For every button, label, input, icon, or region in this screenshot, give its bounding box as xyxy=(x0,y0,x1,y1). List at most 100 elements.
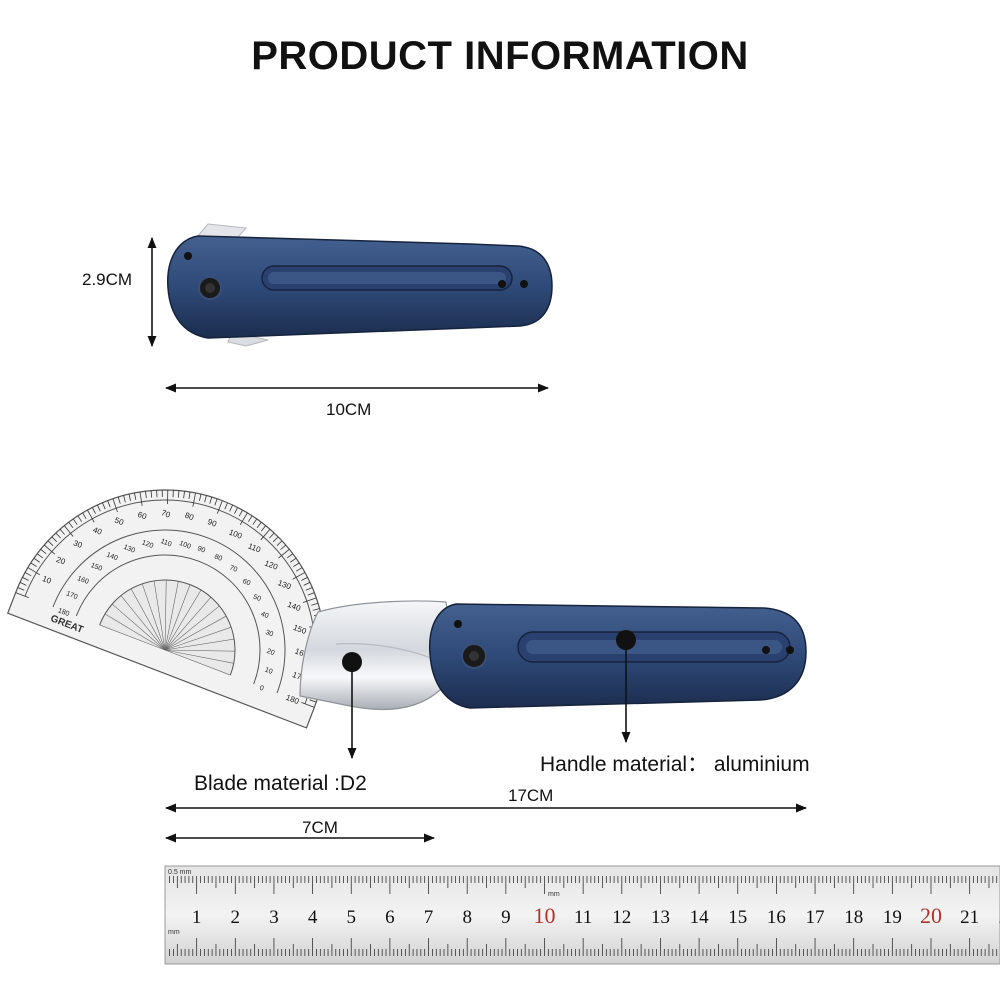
ruler-number: 12 xyxy=(612,907,631,928)
protractor-ray xyxy=(164,638,235,651)
ruler-number: 19 xyxy=(883,907,902,928)
ruler-number: 1 xyxy=(192,907,202,928)
protractor-tick xyxy=(252,518,258,525)
ruler-small-label: 0.5 mm xyxy=(168,869,192,876)
protractor-tick xyxy=(24,572,32,577)
protractor-tick xyxy=(302,597,317,603)
ruler-number: 18 xyxy=(844,907,863,928)
closed-height-label: 2.9CM xyxy=(82,270,133,289)
protractor-tick xyxy=(224,502,228,510)
protractor-tick xyxy=(272,536,279,543)
protractor-tick xyxy=(177,490,180,498)
ruler: 12345678910111213141516171819202122 0.5 … xyxy=(164,865,1000,965)
protractor-tick xyxy=(55,532,61,539)
protractor-ray xyxy=(164,580,167,651)
blade-material-label: Blade material :D2 xyxy=(194,772,367,795)
protractor-tick xyxy=(107,500,111,508)
protractor-tick xyxy=(40,548,47,555)
ruler-number: 11 xyxy=(574,907,592,928)
protractor-tick xyxy=(36,553,44,559)
closed-knife xyxy=(167,223,553,347)
protractor-ray xyxy=(104,613,166,651)
protractor-tick xyxy=(312,608,320,611)
protractor-inner-label: 70 xyxy=(228,564,238,573)
protractor-tick xyxy=(117,496,121,504)
protractor-tick xyxy=(290,557,297,563)
protractor-tick xyxy=(51,536,58,543)
protractor-tick xyxy=(209,496,213,504)
protractor-tick xyxy=(47,540,54,546)
protractor-ray xyxy=(164,605,220,651)
protractor-tick xyxy=(97,504,101,512)
protractor-tick xyxy=(311,602,319,606)
protractor-tick xyxy=(276,540,283,546)
protractor-tick xyxy=(167,490,169,505)
protractor-outer-label: 40 xyxy=(92,525,104,537)
protractor-inner-label: 50 xyxy=(252,594,262,603)
protractor-tick xyxy=(301,577,308,581)
protractor-inner-label: 130 xyxy=(122,544,136,555)
protractor-inner-label: 170 xyxy=(65,590,79,601)
protractor-tick xyxy=(269,532,275,539)
protractor-tick xyxy=(260,525,267,532)
protractor-tick xyxy=(112,498,118,513)
protractor-inner-label: 140 xyxy=(105,552,119,563)
protractor-tick xyxy=(307,592,315,596)
protractor-tick xyxy=(247,515,253,522)
protractor-inner-label: 110 xyxy=(159,538,172,549)
protractor-ray xyxy=(164,649,231,676)
protractor-tick xyxy=(280,544,287,550)
blade-length-label: 7CM xyxy=(302,818,338,837)
protractor-ray xyxy=(130,588,166,651)
page-title: PRODUCT INFORMATION xyxy=(251,34,749,78)
protractor-tick xyxy=(63,525,74,537)
ruler-number: 13 xyxy=(651,907,670,928)
protractor-tick xyxy=(260,528,271,541)
protractor-ray xyxy=(164,626,232,651)
ruler-unit-label-mid: mm xyxy=(548,891,560,898)
protractor-outer-label: 30 xyxy=(72,538,84,550)
protractor-tick xyxy=(82,512,87,520)
protractor-tick xyxy=(293,562,300,568)
protractor-tick xyxy=(15,592,29,599)
protractor-ray xyxy=(111,603,166,651)
protractor-ray xyxy=(141,583,166,651)
protractor-tick xyxy=(183,491,185,499)
protractor-tick xyxy=(292,572,306,580)
closed-length-label: 10CM xyxy=(326,400,372,419)
protractor-tick xyxy=(77,515,83,522)
protractor-tick xyxy=(43,544,56,555)
protractor-tick xyxy=(139,491,143,506)
ruler-number: 21 xyxy=(960,907,979,928)
protractor-outer-label: 10 xyxy=(41,574,53,586)
protractor-tick xyxy=(229,504,233,512)
protractor-ray xyxy=(164,584,191,651)
protractor-tick xyxy=(305,587,313,591)
protractor-ray xyxy=(164,581,179,651)
protractor-tick xyxy=(199,494,202,502)
protractor-tick xyxy=(172,490,174,498)
protractor-tick xyxy=(19,582,27,586)
protractor-inner-label: 80 xyxy=(213,553,223,562)
ruler-number: 2 xyxy=(231,907,241,928)
protractor-tick xyxy=(17,587,25,591)
protractor-outer-label: 20 xyxy=(55,555,67,567)
ruler-number: 5 xyxy=(347,907,357,928)
ruler-unit-label: mm xyxy=(168,929,180,936)
protractor-tick xyxy=(68,521,74,529)
protractor-inner-label: 60 xyxy=(242,578,252,587)
protractor-inner-label: 20 xyxy=(266,648,276,657)
protractor-tick xyxy=(301,701,315,708)
protractor-tick xyxy=(161,490,163,498)
protractor-tick xyxy=(102,502,106,510)
protractor-outer-label: 50 xyxy=(113,516,125,528)
protractor-tick xyxy=(145,491,147,499)
protractor-tick xyxy=(192,492,196,507)
protractor-ray xyxy=(153,580,166,651)
protractor-inner-label: 30 xyxy=(264,629,274,638)
ruler-number: 10 xyxy=(534,903,556,928)
protractor-tick xyxy=(256,521,262,529)
protractor-tick xyxy=(134,492,137,500)
protractor-tick xyxy=(309,699,317,703)
